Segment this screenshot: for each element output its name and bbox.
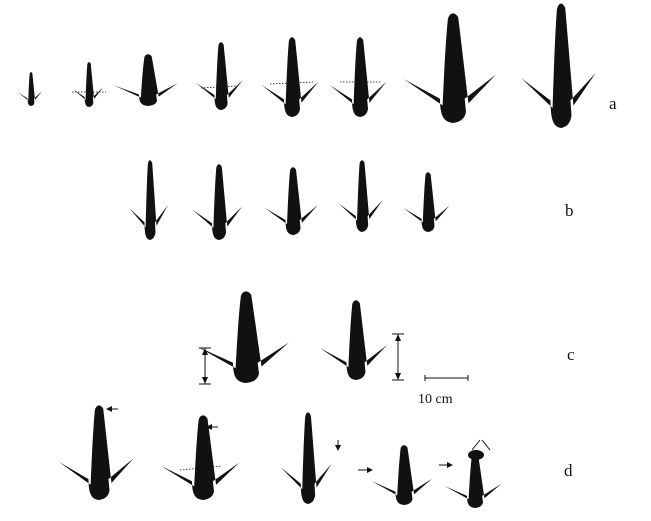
footprint-a2 <box>73 62 104 107</box>
footprint-b3 <box>265 167 318 235</box>
row-c-footprints <box>197 291 468 384</box>
footprint-a3 <box>114 54 178 106</box>
footprint-d2 <box>161 415 239 500</box>
footprint-a1 <box>18 72 42 106</box>
footprint-a4 <box>196 42 243 110</box>
footprint-b4 <box>338 160 382 232</box>
row-label-a: a <box>609 94 617 114</box>
row-d-footprints <box>59 405 501 508</box>
row-label-b: b <box>565 201 574 221</box>
footprint-b1 <box>129 160 168 240</box>
footprint-c2 <box>320 300 387 380</box>
row-label-c: c <box>567 345 575 365</box>
row-b-footprints <box>129 160 449 240</box>
scale-bar <box>425 375 468 381</box>
footprint-d1 <box>59 405 134 500</box>
footprint-a6 <box>330 37 387 117</box>
footprint-b2 <box>192 164 242 240</box>
footprint-d5 <box>445 453 502 508</box>
footprint-a8 <box>521 3 596 128</box>
footprint-b5 <box>403 172 449 232</box>
footprint-a5 <box>262 37 319 117</box>
scale-bar-label: 10 cm <box>418 392 453 408</box>
footprint-d4 <box>372 445 432 505</box>
footprint-c1 <box>197 291 289 383</box>
footprint-d3 <box>281 412 332 504</box>
row-label-d: d <box>564 461 573 481</box>
footprint-a7 <box>404 13 496 123</box>
row-a-footprints <box>18 3 596 128</box>
